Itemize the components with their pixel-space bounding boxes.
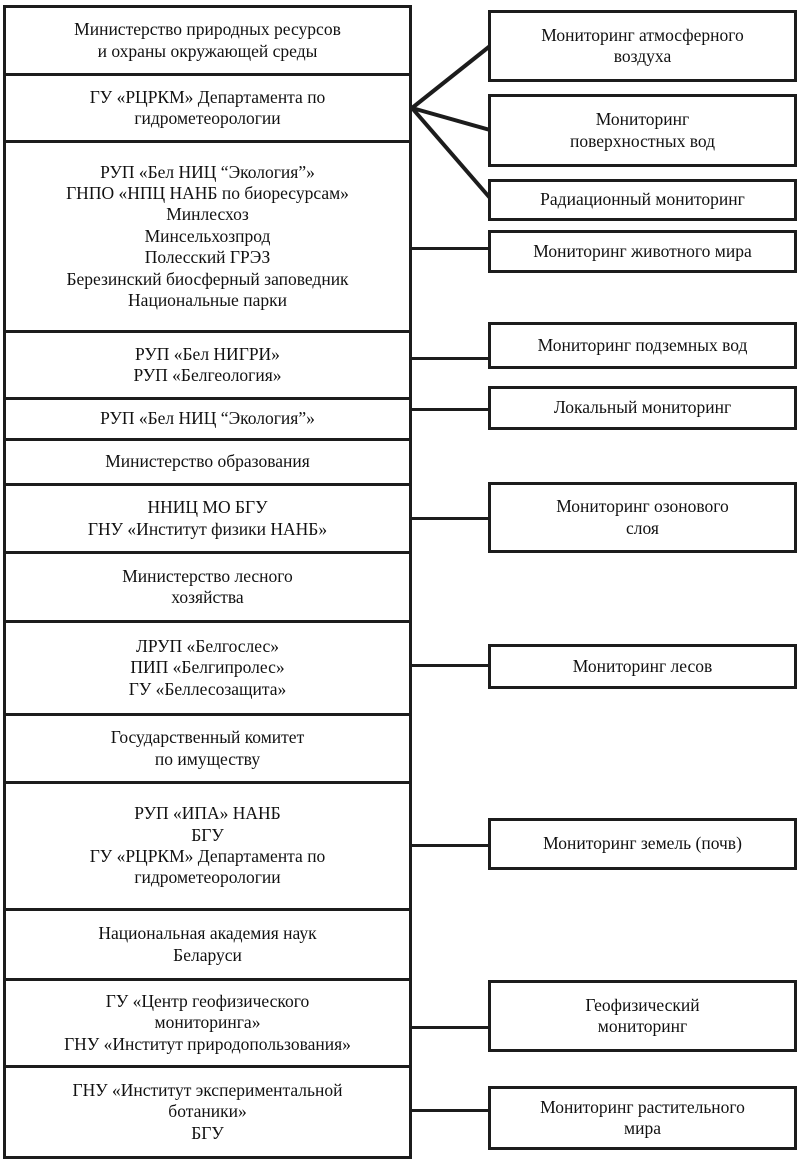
node-label: РУП «Бел НИЦ “Экология”» ГНПО «НПЦ НАНБ …: [66, 161, 349, 310]
node-monitoring-plant-world[interactable]: Мониторинг растительного мира: [488, 1086, 797, 1150]
node-label: Мониторинг атмосферного воздуха: [541, 24, 744, 66]
node-belgosles-group[interactable]: ЛРУП «Белгослес» ПИП «Белгипролес» ГУ «Б…: [3, 620, 412, 716]
node-label: Министерство природных ресурсов и охраны…: [74, 19, 341, 61]
node-label: Мониторинг животного мира: [533, 240, 752, 261]
node-label: ГУ «РЦРКМ» Департамента по гидрометеорол…: [89, 86, 326, 128]
connector-animal-world: [410, 247, 490, 250]
connector-geophysical: [410, 1026, 490, 1029]
connector-air: [410, 44, 492, 110]
node-monitoring-geophysical[interactable]: Геофизический мониторинг: [488, 980, 797, 1052]
node-label: РУП «Бел НИГРИ» РУП «Белгеология»: [133, 343, 282, 385]
node-label: Национальная академия наук Беларуси: [98, 923, 317, 965]
node-label: ЛРУП «Белгослес» ПИП «Белгипролес» ГУ «Б…: [128, 635, 287, 699]
node-minobrazovania[interactable]: Министерство образования: [3, 438, 412, 486]
node-label: Мониторинг подземных вод: [537, 334, 748, 355]
node-nnic-mo-bgu[interactable]: ННИЦ МО БГУ ГНУ «Институт физики НАНБ»: [3, 483, 412, 554]
connector-ozone: [410, 517, 490, 520]
node-label: Локальный мониторинг: [553, 397, 732, 418]
node-label: Государственный комитет по имуществу: [110, 727, 305, 769]
node-monitoring-forests[interactable]: Мониторинг лесов: [488, 644, 797, 689]
node-monitoring-lands-soils[interactable]: Мониторинг земель (почв): [488, 818, 797, 870]
node-rcrkm-hydromet[interactable]: ГУ «РЦРКМ» Департамента по гидрометеорол…: [3, 73, 412, 143]
node-label: Мониторинг земель (почв): [543, 833, 742, 854]
node-nan-belarusi[interactable]: Национальная академия наук Беларуси: [3, 908, 412, 981]
node-monitoring-animal-world[interactable]: Мониторинг животного мира: [488, 230, 797, 273]
connector-forests: [410, 664, 490, 667]
node-monitoring-surface-water[interactable]: Мониторинг поверхностных вод: [488, 94, 797, 167]
node-label: Министерство лесного хозяйства: [122, 565, 293, 607]
node-label: ГНУ «Институт экспериментальной ботаники…: [72, 1079, 343, 1143]
connector-local: [410, 408, 490, 411]
node-monitoring-ozone[interactable]: Мониторинг озонового слоя: [488, 482, 797, 553]
node-label: Геофизический мониторинг: [585, 994, 700, 1036]
connector-plant-world: [410, 1109, 490, 1112]
node-label: Мониторинг озонового слоя: [556, 496, 729, 538]
node-ipa-nanb-group[interactable]: РУП «ИПА» НАНБ БГУ ГУ «РЦРКМ» Департамен…: [3, 781, 412, 911]
node-minprirody[interactable]: Министерство природных ресурсов и охраны…: [3, 5, 412, 76]
connector-lands-soils: [410, 844, 490, 847]
connector-groundwater: [410, 357, 490, 360]
node-bel-nic-ecology[interactable]: РУП «Бел НИЦ “Экология”»: [3, 397, 412, 441]
node-label: РУП «ИПА» НАНБ БГУ ГУ «РЦРКМ» Департамен…: [89, 803, 326, 888]
node-bel-nic-ecology-group[interactable]: РУП «Бел НИЦ “Экология”» ГНПО «НПЦ НАНБ …: [3, 140, 412, 333]
node-monitoring-radiation[interactable]: Радиационный мониторинг: [488, 179, 797, 221]
node-monitoring-groundwater[interactable]: Мониторинг подземных вод: [488, 322, 797, 369]
connector-fan-hydromet: [410, 44, 492, 200]
node-inst-exp-botaniki-group[interactable]: ГНУ «Институт экспериментальной ботаники…: [3, 1065, 412, 1159]
node-label: ГУ «Центр геофизического мониторинга» ГН…: [64, 990, 351, 1054]
connector-radiation: [410, 106, 492, 200]
node-monitoring-air[interactable]: Мониторинг атмосферного воздуха: [488, 10, 797, 82]
node-label: Министерство образования: [105, 451, 310, 472]
node-minleshoz[interactable]: Министерство лесного хозяйства: [3, 551, 412, 623]
connector-surface-water: [411, 106, 491, 132]
node-label: Мониторинг лесов: [572, 655, 713, 676]
node-label: Мониторинг поверхностных вод: [569, 109, 716, 151]
node-goskomimushchestvo[interactable]: Государственный комитет по имуществу: [3, 713, 412, 784]
node-bel-nigri-belgeologia[interactable]: РУП «Бел НИГРИ» РУП «Белгеология»: [3, 330, 412, 400]
node-label: ННИЦ МО БГУ ГНУ «Институт физики НАНБ»: [87, 497, 328, 539]
node-label: Мониторинг растительного мира: [540, 1096, 745, 1138]
node-monitoring-local[interactable]: Локальный мониторинг: [488, 386, 797, 430]
node-label: РУП «Бел НИЦ “Экология”»: [100, 408, 315, 429]
node-label: Радиационный мониторинг: [540, 189, 745, 210]
node-geofiz-center-group[interactable]: ГУ «Центр геофизического мониторинга» ГН…: [3, 978, 412, 1068]
